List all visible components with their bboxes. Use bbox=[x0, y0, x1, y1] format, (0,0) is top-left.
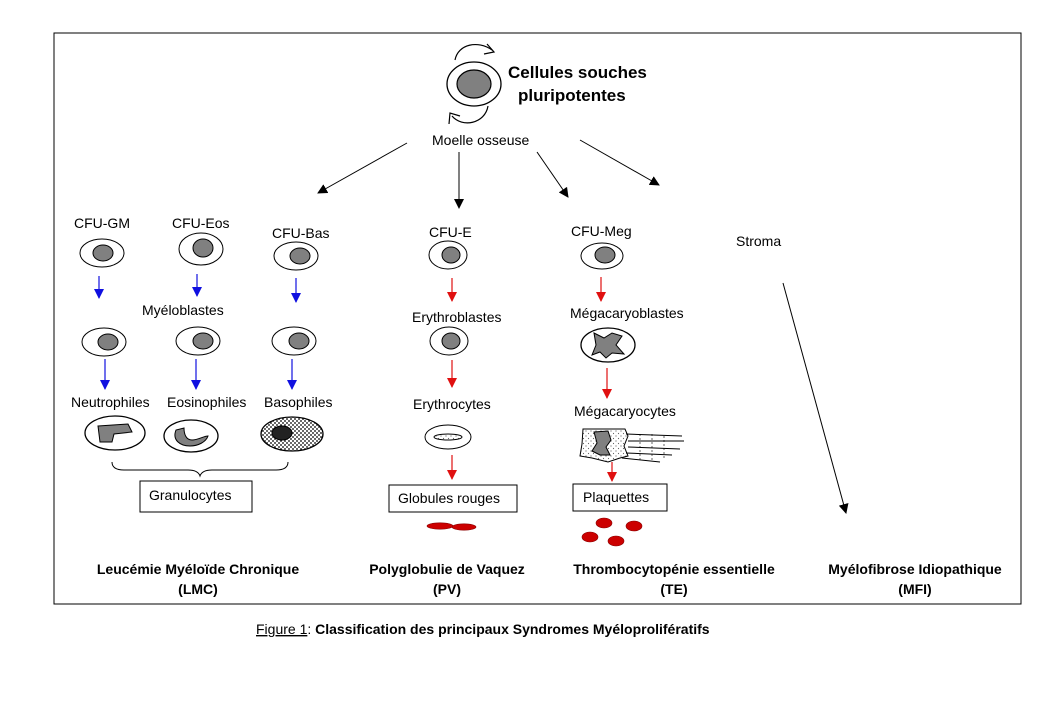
cfu-gm-label: CFU-GM bbox=[74, 215, 130, 231]
red-cells-label: Globules rouges bbox=[398, 490, 500, 506]
platelets-label: Plaquettes bbox=[583, 489, 649, 505]
myeloblast-bas-icon bbox=[271, 326, 317, 356]
disease-mfi-abbr: (MFI) bbox=[898, 581, 931, 597]
figure-caption-text: Classification des principaux Syndromes … bbox=[311, 621, 710, 637]
granulocytes-brace bbox=[111, 461, 289, 478]
myeloblast-gm-icon bbox=[81, 327, 127, 357]
stem-cell-icon bbox=[446, 43, 502, 125]
granulocytes-label: Granulocytes bbox=[149, 487, 231, 503]
cfu-eos-label: CFU-Eos bbox=[172, 215, 230, 231]
disease-lmc-abbr: (LMC) bbox=[178, 581, 218, 597]
erythroblasts-label: Erythroblastes bbox=[412, 309, 501, 325]
erythroblast-icon bbox=[429, 326, 469, 356]
erythrocytes-label: Erythrocytes bbox=[413, 396, 491, 412]
myeloblasts-label: Myéloblastes bbox=[142, 302, 224, 318]
neutrophil-icon bbox=[84, 415, 146, 451]
platelets-icon bbox=[581, 517, 643, 547]
stem-title-line1: Cellules souches bbox=[508, 63, 647, 82]
cfu-bas-cell-icon bbox=[273, 241, 319, 271]
myeloblast-eos-icon bbox=[175, 326, 221, 356]
cfu-bas-label: CFU-Bas bbox=[272, 225, 330, 241]
disease-lmc-name: Leucémie Myéloïde Chronique bbox=[97, 561, 299, 577]
stem-title-line2: pluripotentes bbox=[518, 86, 626, 105]
eosinophil-icon bbox=[163, 419, 219, 453]
megakaryocyte-icon bbox=[579, 428, 684, 463]
arrow-to-stroma bbox=[579, 139, 660, 186]
cfu-meg-cell-icon bbox=[580, 242, 624, 270]
red-cells-icon bbox=[426, 522, 477, 531]
disease-te-abbr: (TE) bbox=[660, 581, 687, 597]
platelets-box: Plaquettes bbox=[572, 483, 668, 512]
megakaryoblasts-label: Mégacaryoblastes bbox=[570, 305, 684, 321]
cfu-gm-cell-icon bbox=[79, 238, 125, 268]
disease-te-name: Thrombocytopénie essentielle bbox=[573, 561, 775, 577]
basophil-icon bbox=[260, 416, 324, 452]
cfu-meg-label: CFU-Meg bbox=[571, 223, 632, 239]
arrow-to-megakaryocytic bbox=[536, 151, 569, 198]
stroma-label: Stroma bbox=[736, 233, 781, 249]
diagram-frame bbox=[53, 32, 1022, 605]
figure-caption-link[interactable]: Figure 1 bbox=[256, 621, 308, 637]
cfu-eos-cell-icon bbox=[178, 232, 224, 266]
marrow-label: Moelle osseuse bbox=[432, 132, 529, 148]
basophils-label: Basophiles bbox=[264, 394, 333, 410]
megakaryoblast-icon bbox=[580, 327, 636, 363]
eosinophils-label: Eosinophiles bbox=[167, 394, 246, 410]
neutrophils-label: Neutrophiles bbox=[71, 394, 150, 410]
red-cells-box: Globules rouges bbox=[388, 484, 518, 513]
megakaryocytes-label: Mégacaryocytes bbox=[574, 403, 676, 419]
cfu-e-cell-icon bbox=[428, 240, 468, 270]
figure-caption: Figure 1: Classification des principaux … bbox=[256, 621, 710, 637]
arrow-to-granulocytes bbox=[317, 142, 408, 194]
figure-caption-sep: : bbox=[307, 621, 311, 637]
disease-pv-name: Polyglobulie de Vaquez bbox=[369, 561, 525, 577]
erythrocyte-icon bbox=[424, 424, 472, 450]
disease-mfi-name: Myélofibrose Idiopathique bbox=[828, 561, 1002, 577]
cfu-e-label: CFU-E bbox=[429, 224, 472, 240]
arrow-stroma bbox=[782, 282, 849, 514]
disease-pv-abbr: (PV) bbox=[433, 581, 461, 597]
granulocytes-box: Granulocytes bbox=[139, 480, 253, 513]
